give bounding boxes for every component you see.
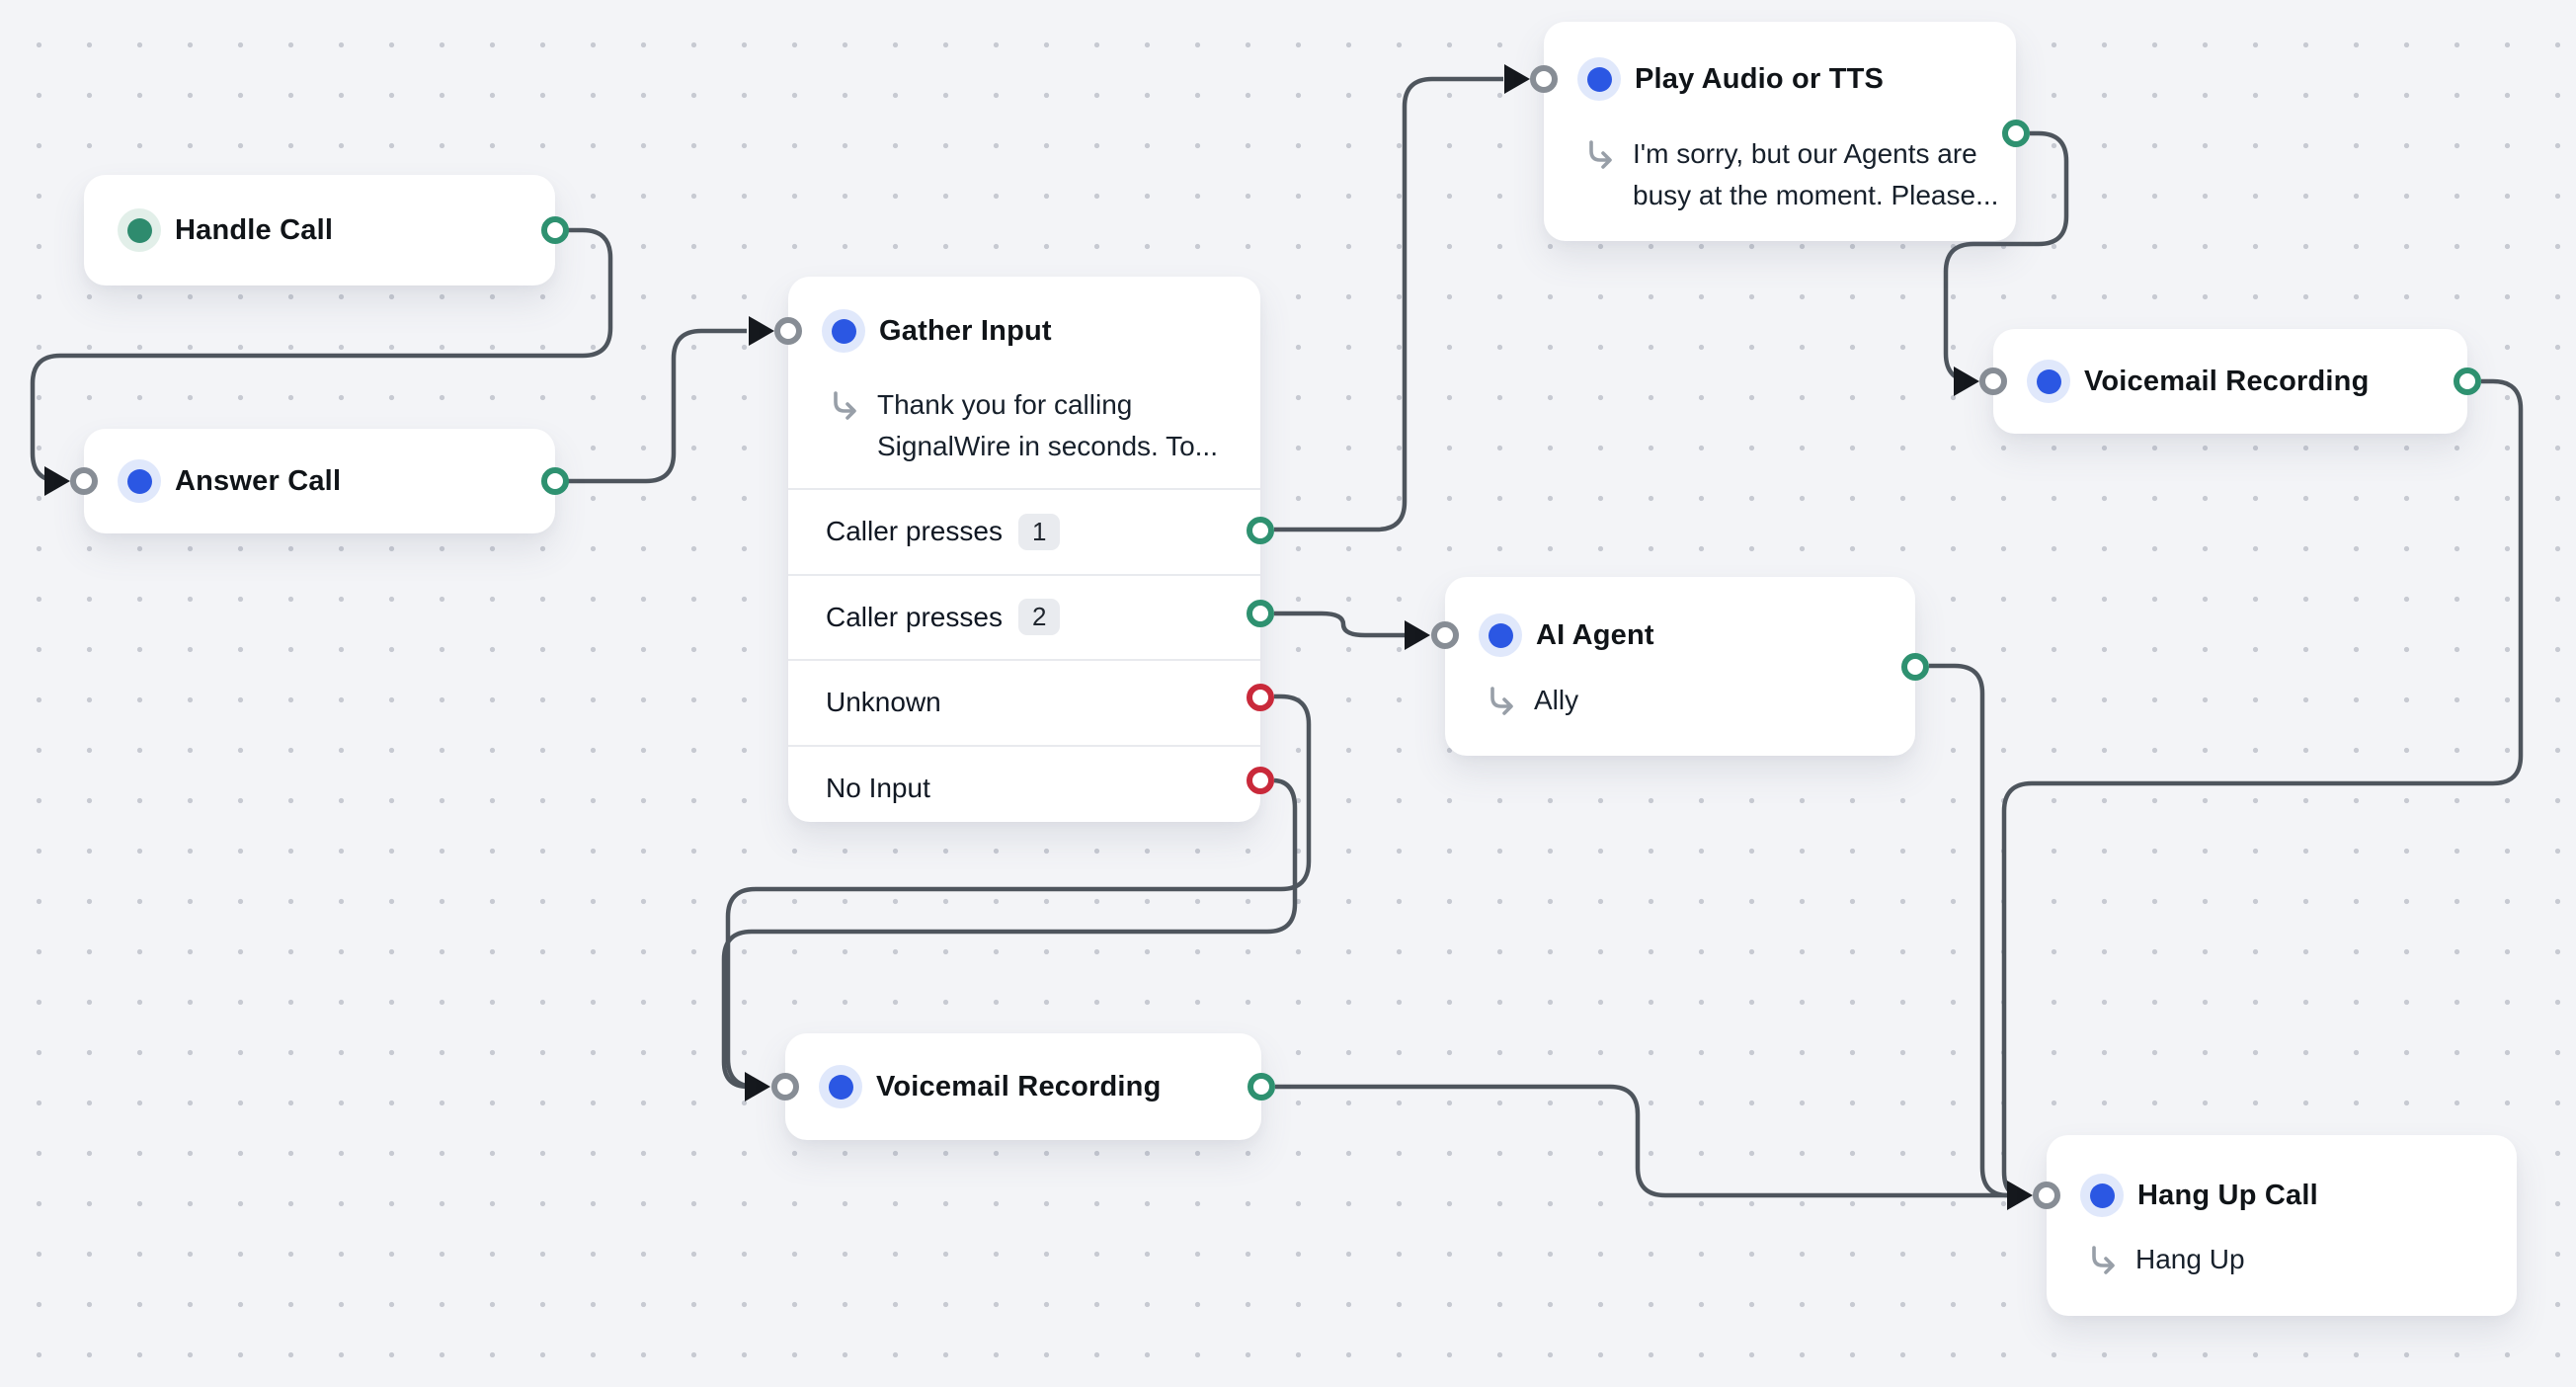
reply-arrow-icon <box>2092 1246 2115 1274</box>
node-title: Handle Call <box>175 213 334 246</box>
output-port[interactable] <box>1248 1073 1275 1101</box>
node-hang-up-call[interactable]: Hang Up Call Hang Up <box>2047 1135 2517 1316</box>
node-description-text: Ally <box>1534 685 1579 715</box>
output-port[interactable] <box>2454 367 2481 395</box>
output-port[interactable] <box>2002 120 2030 147</box>
node-voicemail-recording-bottom[interactable]: Voicemail Recording <box>785 1033 1261 1140</box>
node-title: Play Audio or TTS <box>1635 62 1885 95</box>
node-voicemail-recording-right[interactable]: Voicemail Recording <box>1993 329 2467 434</box>
input-port[interactable] <box>1979 367 2007 395</box>
node-handle-call[interactable]: Handle Call <box>84 175 555 286</box>
reply-arrow-icon <box>1589 140 1612 169</box>
node-gather-input[interactable]: Gather Input Thank you for calling Signa… <box>788 277 1260 822</box>
gather-output-rows: Caller presses 1 Caller presses 2 Unknow… <box>788 488 1260 830</box>
edge-caller1-to-play-audio <box>1274 76 1503 532</box>
node-description: I'm sorry, but our Agents are busy at th… <box>1544 133 2016 216</box>
node-title: Gather Input <box>879 314 1052 347</box>
reply-arrow-icon <box>1490 687 1513 715</box>
edge-arrowhead <box>2007 1181 2033 1210</box>
node-header: Handle Call <box>84 175 555 286</box>
node-type-dot-icon <box>2027 360 2070 403</box>
edge-arrowhead <box>745 1072 770 1101</box>
input-port[interactable] <box>70 467 98 495</box>
node-play-audio-or-tts[interactable]: Play Audio or TTS I'm sorry, but our Age… <box>1544 22 2016 241</box>
edge-ai-agent-to-hangup <box>1929 663 2009 1198</box>
node-description-text: Hang Up <box>2135 1244 2245 1274</box>
node-answer-call[interactable]: Answer Call <box>84 429 555 533</box>
node-ai-agent[interactable]: AI Agent Ally <box>1445 577 1915 756</box>
reply-arrow-icon <box>834 391 856 420</box>
output-port[interactable] <box>1247 600 1274 627</box>
output-row-caller-presses-2[interactable]: Caller presses 2 <box>788 573 1260 660</box>
node-type-dot-icon <box>2080 1174 2124 1217</box>
output-row-no-input[interactable]: No Input <box>788 744 1260 831</box>
node-type-dot-icon <box>1577 57 1621 101</box>
edge-voicemail-to-hangup <box>1275 1084 2007 1198</box>
output-row-unknown[interactable]: Unknown <box>788 659 1260 745</box>
node-header: Play Audio or TTS <box>1544 22 2016 101</box>
node-header: Voicemail Recording <box>785 1033 1261 1140</box>
input-port[interactable] <box>1431 621 1459 649</box>
key-badge: 1 <box>1017 513 1061 550</box>
output-port[interactable] <box>1247 767 1274 794</box>
node-description-text: Thank you for calling SignalWire in seco… <box>877 389 1218 461</box>
node-title: AI Agent <box>1536 618 1654 651</box>
node-type-dot-icon <box>118 459 161 503</box>
node-header: Voicemail Recording <box>1993 329 2467 434</box>
edge-play-audio-to-voicemail-right <box>1943 130 2069 384</box>
node-type-dot-icon <box>819 1065 862 1108</box>
edge-arrowhead <box>1954 367 1979 396</box>
edge-noinput-to-voicemail <box>721 777 1298 1090</box>
output-row-caller-presses-1[interactable]: Caller presses 1 <box>788 488 1260 574</box>
node-description: Thank you for calling SignalWire in seco… <box>788 384 1260 467</box>
edge-arrowhead <box>1405 620 1430 650</box>
input-port[interactable] <box>2033 1182 2060 1209</box>
output-port[interactable] <box>541 467 569 495</box>
output-port[interactable] <box>1247 683 1274 711</box>
input-port[interactable] <box>774 317 802 345</box>
edge-voicemail-right-to-hangup <box>2001 378 2524 1198</box>
edge-unknown-to-voicemail <box>725 694 1312 1090</box>
input-port[interactable] <box>1530 65 1558 93</box>
node-description: Hang Up <box>2047 1239 2517 1280</box>
node-title: Voicemail Recording <box>2084 365 2370 397</box>
edge-caller2-to-ai-agent <box>1274 611 1405 638</box>
node-description: Ally <box>1445 680 1915 721</box>
edge-arrowhead <box>44 466 70 496</box>
node-title: Voicemail Recording <box>876 1070 1162 1102</box>
output-port[interactable] <box>541 216 569 244</box>
output-port[interactable] <box>1901 652 1929 681</box>
node-header: Hang Up Call <box>2047 1135 2517 1217</box>
node-header: Answer Call <box>84 429 555 533</box>
key-badge: 2 <box>1017 599 1061 636</box>
node-title: Answer Call <box>175 464 342 497</box>
node-type-dot-icon <box>118 208 161 252</box>
edge-answer-to-gather <box>559 328 747 484</box>
node-type-dot-icon <box>1479 613 1522 657</box>
edge-handle-to-answer <box>30 227 613 484</box>
input-port[interactable] <box>771 1073 799 1101</box>
output-port[interactable] <box>1247 516 1274 544</box>
node-title: Hang Up Call <box>2137 1179 2318 1211</box>
edge-arrowhead <box>1504 64 1530 94</box>
node-header: Gather Input <box>788 277 1260 353</box>
node-description-text: I'm sorry, but our Agents are busy at th… <box>1633 138 1999 210</box>
node-header: AI Agent <box>1445 577 1915 657</box>
node-type-dot-icon <box>822 309 865 353</box>
edge-arrowhead <box>749 316 774 346</box>
